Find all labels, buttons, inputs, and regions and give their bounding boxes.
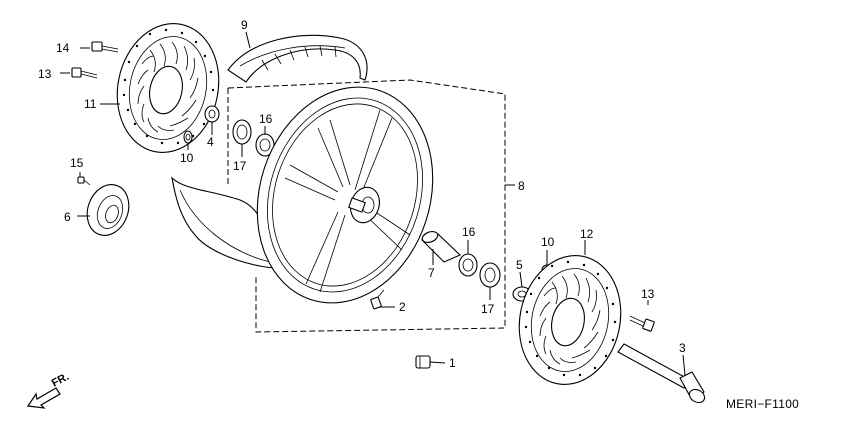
valve-2 (370, 289, 385, 310)
front-direction-indicator: FR. (26, 371, 71, 409)
callout-17-right: 17 (481, 302, 495, 316)
collar-7 (421, 231, 461, 263)
callout-5: 5 (516, 258, 523, 272)
callout-10-left: 10 (180, 151, 194, 165)
front-arrow-icon (26, 387, 61, 409)
callout-13-left: 13 (38, 67, 52, 81)
front-label: FR. (50, 371, 71, 390)
nut-10-left (183, 130, 193, 144)
collar-4 (204, 105, 220, 123)
callout-11: 11 (84, 97, 97, 111)
pulser-plate-6 (86, 184, 130, 236)
leader-lines (60, 31, 686, 376)
callout-17-left: 17 (233, 159, 247, 173)
callout-13-right: 13 (641, 287, 655, 301)
callout-14: 14 (56, 41, 70, 55)
wheel-rim (256, 86, 434, 304)
bearing-17-left (232, 119, 252, 145)
left-brake-disc (116, 23, 220, 153)
callout-16-left: 16 (259, 112, 273, 126)
valve-cap-1 (415, 355, 431, 369)
wheel-assembly-bracket (227, 79, 515, 333)
callout-16-right: 16 (462, 225, 476, 239)
disc-bolt-13-left (71, 67, 98, 79)
callout-labels: 14 13 11 10 4 17 16 9 15 6 8 7 16 17 5 1… (38, 18, 686, 370)
callout-6: 6 (64, 210, 71, 224)
disc-bolt-14 (91, 41, 119, 53)
callout-8: 8 (518, 179, 525, 193)
bearing-17-right (479, 262, 501, 288)
callout-4: 4 (207, 135, 214, 149)
callout-1: 1 (449, 356, 456, 370)
axle-3 (617, 343, 706, 404)
callout-3: 3 (679, 341, 686, 355)
bolt-15 (77, 176, 91, 186)
callout-12: 12 (580, 227, 594, 241)
callout-15: 15 (70, 156, 84, 170)
disc-bolt-13-right (629, 315, 655, 332)
callout-7: 7 (428, 266, 435, 280)
dust-seal-16-right (458, 253, 478, 277)
callout-9: 9 (241, 18, 248, 32)
right-brake-disc (518, 255, 622, 385)
drawing-code: MERI−F1100 (726, 397, 799, 411)
callout-10-right: 10 (541, 235, 555, 249)
callout-2: 2 (399, 300, 406, 314)
